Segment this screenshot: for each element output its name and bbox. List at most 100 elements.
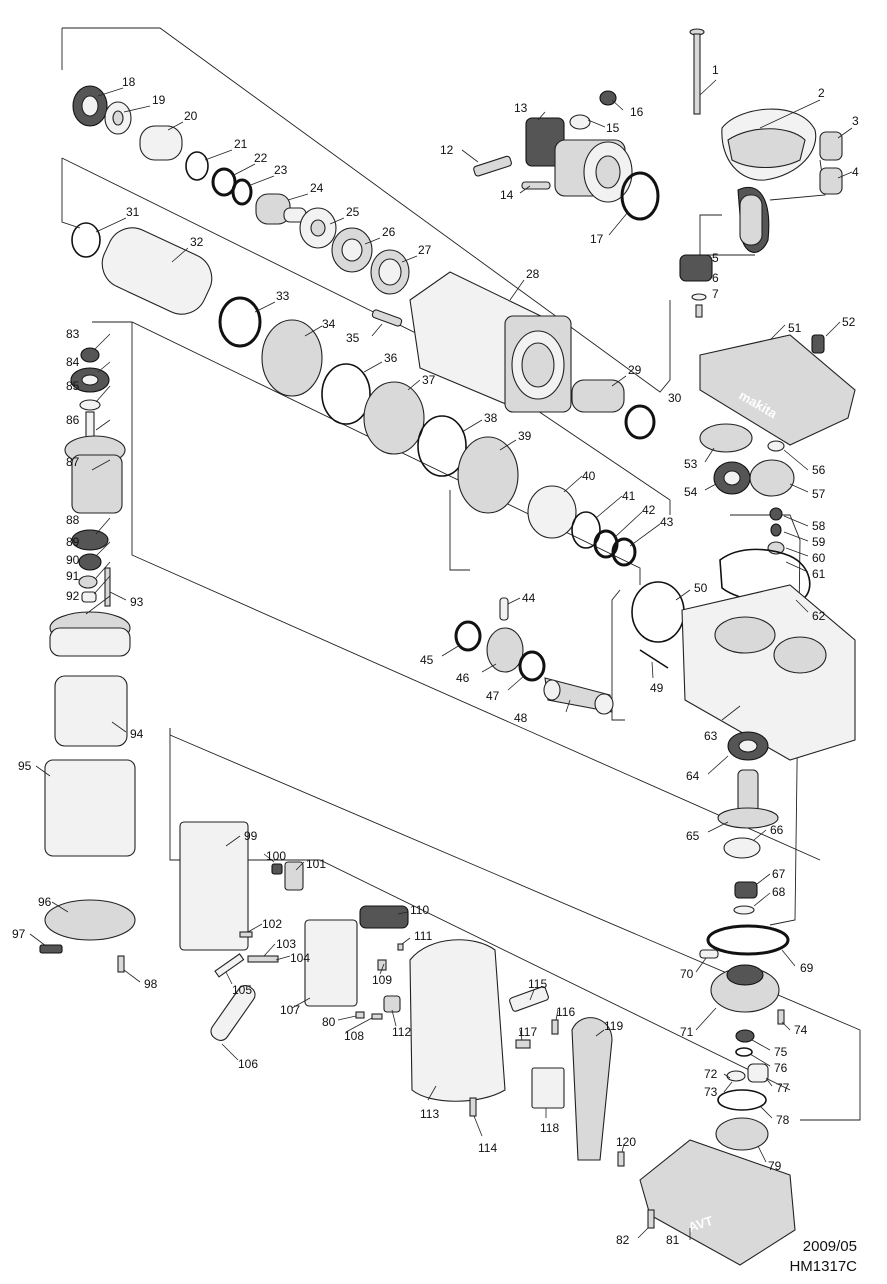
part-number-label: 21 [234, 137, 248, 151]
part-number-label: 91 [66, 569, 80, 583]
part-number-label: 41 [622, 489, 636, 503]
part-number-label: 97 [12, 927, 26, 941]
part-number-label: 100 [266, 849, 286, 863]
part-number-label: 83 [66, 327, 80, 341]
lower-housing-part [639, 1139, 796, 1266]
part-number-label: 63 [704, 729, 718, 743]
cylinder-row [71, 222, 637, 567]
part-number-label: 69 [800, 961, 814, 975]
part-number-label: 117 [518, 1025, 537, 1039]
part-drawings: makita AVT [39, 28, 856, 1266]
part-number-label: 29 [628, 363, 642, 377]
part-number-label: 27 [418, 243, 432, 257]
part-number-label: 50 [694, 581, 708, 595]
part-number-label: 30 [668, 391, 682, 405]
armature-part [64, 347, 126, 607]
part-number-label: 107 [280, 1003, 300, 1017]
part-number-label: 3 [852, 114, 859, 128]
part-number-label: 103 [276, 937, 296, 951]
part-number-label: 48 [514, 711, 528, 725]
part-number-label: 15 [606, 121, 620, 135]
part-number-label: 110 [410, 903, 429, 917]
avt-decal: AVT [686, 1213, 715, 1235]
o-ring-50 [631, 581, 685, 643]
part-number-label: 65 [686, 829, 700, 843]
part-number-label: 72 [704, 1067, 718, 1081]
part-number-label: 71 [680, 1025, 694, 1039]
part-number-label: 58 [812, 519, 826, 533]
barrel-housing-part [409, 271, 572, 413]
part-number-label: 106 [238, 1057, 258, 1071]
part-number-label: 1 [712, 63, 719, 77]
part-number-label: 73 [704, 1085, 718, 1099]
part-number-label: 23 [274, 163, 288, 177]
part-number-label: 52 [842, 315, 856, 329]
part-number-labels: 1234567121314151617181920212223242526272… [12, 63, 859, 1247]
part-number-label: 60 [812, 551, 826, 565]
o-ring-30 [624, 404, 656, 440]
part-number-label: 22 [254, 151, 268, 165]
part-number-label: 76 [774, 1061, 788, 1075]
part-number-label: 115 [528, 977, 547, 991]
part-number-label: 61 [812, 567, 826, 581]
part-number-label: 114 [478, 1141, 497, 1155]
part-number-label: 88 [66, 513, 80, 527]
gear-housing-part [710, 964, 785, 1151]
part-number-label: 6 [712, 271, 719, 285]
part-number-label: 33 [276, 289, 290, 303]
upper-seal-row [72, 85, 410, 295]
part-number-label: 62 [812, 609, 826, 623]
part-number-label: 64 [686, 769, 700, 783]
part-number-label: 13 [514, 101, 528, 115]
ratchet-part [571, 379, 625, 413]
part-number-label: 45 [420, 653, 434, 667]
part-number-label: 34 [322, 317, 336, 331]
part-number-label: 39 [518, 429, 532, 443]
part-number-label: 120 [616, 1135, 636, 1149]
part-number-label: 112 [392, 1025, 411, 1039]
part-number-label: 94 [130, 727, 144, 741]
part-number-label: 82 [616, 1233, 630, 1247]
part-number-label: 26 [382, 225, 396, 239]
part-number-label: 2 [818, 86, 825, 100]
part-number-label: 49 [650, 681, 664, 695]
part-number-label: 51 [788, 321, 802, 335]
part-number-label: 98 [144, 977, 158, 991]
part-number-label: 70 [680, 967, 694, 981]
part-number-label: 67 [772, 867, 786, 881]
part-number-label: 36 [384, 351, 398, 365]
part-number-label: 40 [582, 469, 596, 483]
part-number-label: 109 [372, 973, 392, 987]
part-number-label: 84 [66, 355, 80, 369]
part-number-label: 93 [130, 595, 144, 609]
part-number-label: 74 [794, 1023, 808, 1037]
rear-cover-part [409, 939, 625, 1167]
part-number-label: 16 [630, 105, 644, 119]
part-number-label: 87 [66, 455, 80, 469]
revision-date: 2009/05 [802, 1238, 857, 1255]
part-number-label: 105 [232, 983, 252, 997]
part-number-label: 17 [590, 232, 604, 246]
part-number-label: 24 [310, 181, 324, 195]
part-number-label: 20 [184, 109, 198, 123]
part-number-label: 101 [306, 857, 326, 871]
part-number-label: 95 [18, 759, 32, 773]
part-number-label: 96 [38, 895, 52, 909]
part-number-label: 35 [346, 331, 360, 345]
crank-assembly-part [454, 597, 614, 715]
part-number-label: 118 [540, 1121, 559, 1135]
part-number-label: 81 [666, 1233, 680, 1247]
part-number-label: 75 [774, 1045, 788, 1059]
part-number-label: 19 [152, 93, 166, 107]
part-number-label: 12 [440, 143, 454, 157]
part-number-label: 108 [344, 1029, 364, 1043]
part-number-label: 44 [522, 591, 536, 605]
part-number-label: 46 [456, 671, 470, 685]
part-number-label: 32 [190, 235, 204, 249]
flange-assembly-part [473, 90, 633, 203]
part-number-label: 89 [66, 535, 80, 549]
leader-lines [29, 79, 853, 1240]
part-number-label: 42 [642, 503, 656, 517]
part-number-label: 25 [346, 205, 360, 219]
part-number-label: 53 [684, 457, 698, 471]
